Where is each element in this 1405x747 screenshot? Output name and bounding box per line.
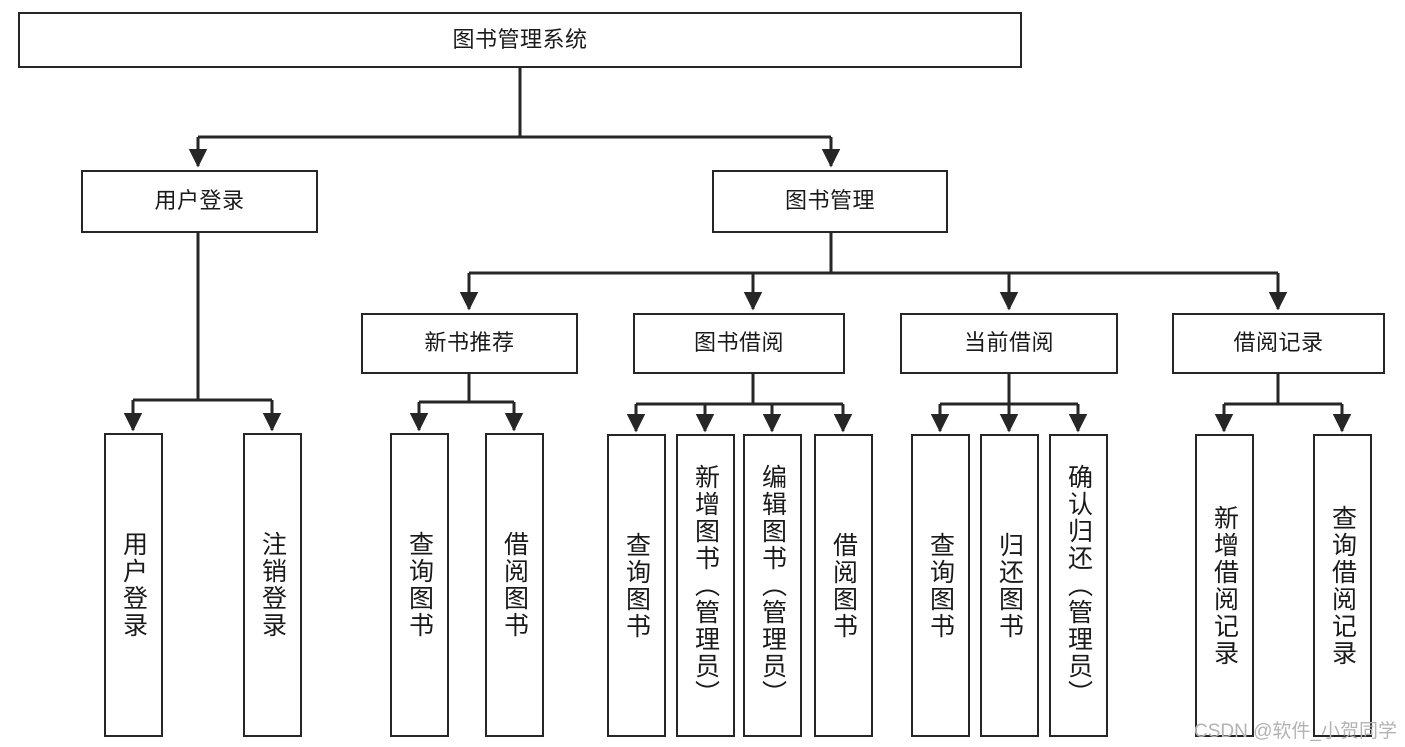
node-new-book-recommend[interactable]: 新书推荐 <box>361 313 578 374</box>
leaf-current-confirm-return-admin[interactable]: 确认归还（管理员） <box>1049 434 1108 737</box>
leaf-logout-label: 注销登录 <box>258 531 287 639</box>
node-root-label: 图书管理系统 <box>452 26 588 52</box>
node-book-management[interactable]: 图书管理 <box>712 170 948 233</box>
leaf-newbook-query-book[interactable]: 查询图书 <box>390 433 449 737</box>
leaf-record-add-record-label: 新增借阅记录 <box>1210 504 1239 667</box>
leaf-borrow-add-book-admin[interactable]: 新增图书（管理员） <box>676 434 735 737</box>
leaf-current-query-book[interactable]: 查询图书 <box>911 434 970 737</box>
leaf-current-query-book-label: 查询图书 <box>926 531 955 640</box>
leaf-user-login-label: 用户登录 <box>119 531 148 639</box>
leaf-newbook-query-book-label: 查询图书 <box>405 531 434 639</box>
leaf-current-confirm-return-admin-label: 确认归还（管理员） <box>1064 464 1093 707</box>
node-current-borrow-label: 当前借阅 <box>963 330 1054 356</box>
leaf-borrow-query-book-label: 查询图书 <box>622 531 651 640</box>
node-user-login-label: 用户登录 <box>154 188 245 214</box>
node-borrow-record-label: 借阅记录 <box>1233 330 1324 356</box>
leaf-logout[interactable]: 注销登录 <box>243 433 302 737</box>
leaf-current-return-book-label: 归还图书 <box>995 531 1024 640</box>
leaf-newbook-borrow-book-label: 借阅图书 <box>500 531 529 639</box>
node-book-borrow-label: 图书借阅 <box>693 330 784 356</box>
leaf-borrow-borrow-book-label: 借阅图书 <box>829 531 858 640</box>
leaf-user-login[interactable]: 用户登录 <box>104 433 163 737</box>
leaf-newbook-borrow-book[interactable]: 借阅图书 <box>485 433 544 737</box>
leaf-current-return-book[interactable]: 归还图书 <box>980 434 1039 737</box>
node-new-book-recommend-label: 新书推荐 <box>424 330 515 356</box>
node-borrow-record[interactable]: 借阅记录 <box>1172 313 1385 374</box>
leaf-borrow-borrow-book[interactable]: 借阅图书 <box>814 434 873 737</box>
leaf-record-add-record[interactable]: 新增借阅记录 <box>1195 434 1254 737</box>
node-current-borrow[interactable]: 当前借阅 <box>900 313 1118 374</box>
leaf-borrow-add-book-admin-label: 新增图书（管理员） <box>691 464 720 707</box>
leaf-borrow-edit-book-admin[interactable]: 编辑图书（管理员） <box>743 434 802 737</box>
csdn-watermark: CSDN @软件_小贺同学 <box>1194 721 1397 742</box>
node-book-management-label: 图书管理 <box>784 188 875 214</box>
node-root[interactable]: 图书管理系统 <box>18 12 1022 68</box>
leaf-borrow-edit-book-admin-label: 编辑图书（管理员） <box>758 464 787 707</box>
leaf-record-query-record-label: 查询借阅记录 <box>1328 504 1357 667</box>
node-user-login[interactable]: 用户登录 <box>81 170 318 233</box>
leaf-record-query-record[interactable]: 查询借阅记录 <box>1313 434 1372 737</box>
leaf-borrow-query-book[interactable]: 查询图书 <box>607 434 666 737</box>
node-book-borrow[interactable]: 图书借阅 <box>633 313 845 374</box>
